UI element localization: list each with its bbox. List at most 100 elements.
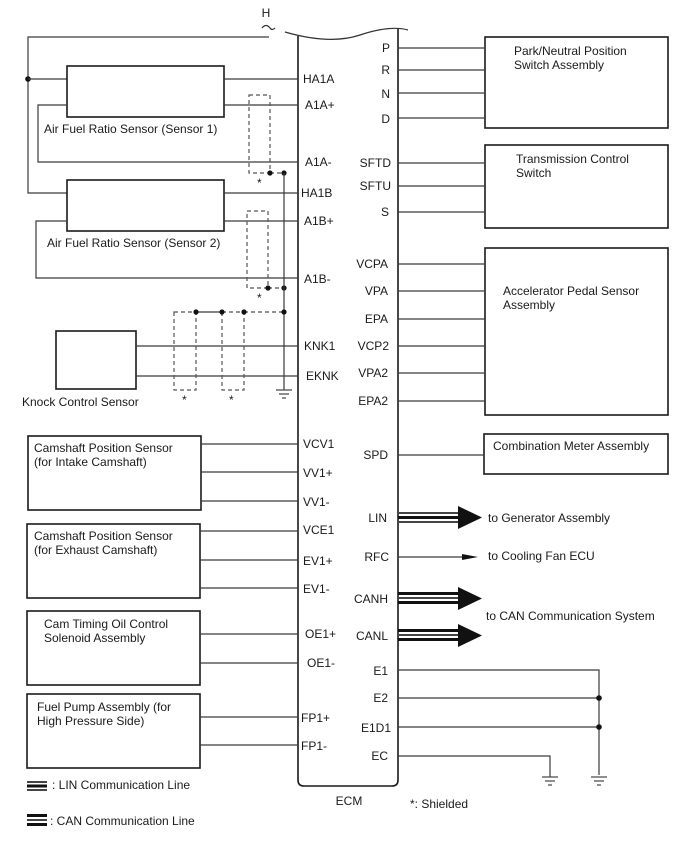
combo-meter-label: Combination Meter Assembly xyxy=(493,439,649,453)
lin-legend-label: : LIN Communication Line xyxy=(52,778,190,792)
pin-OE1-plus: OE1+ xyxy=(305,627,336,641)
pin-SFTU: SFTU xyxy=(360,179,391,193)
pin-VCE1: VCE1 xyxy=(303,523,335,537)
pin-E1D1: E1D1 xyxy=(361,721,391,735)
wire-A1A-minus xyxy=(37,104,298,163)
accel-pedal-box xyxy=(484,247,669,416)
knock-sensor-box xyxy=(55,330,137,390)
wire-A1B-minus xyxy=(35,220,298,279)
junction-dot xyxy=(241,309,247,315)
pin-VCV1: VCV1 xyxy=(303,437,335,451)
junction-dot xyxy=(596,724,602,730)
junction-dot xyxy=(267,170,273,176)
cam-exhaust-label-2: (for Exhaust Camshaft) xyxy=(34,543,157,557)
shield-marker: * xyxy=(257,176,262,190)
pin-R: R xyxy=(381,63,390,77)
accel-pedal-label-1: Accelerator Pedal Sensor xyxy=(503,284,639,298)
pin-S: S xyxy=(381,205,389,219)
pin-LIN: LIN xyxy=(368,511,387,525)
junction-dot xyxy=(219,309,225,315)
pin-EPA: EPA xyxy=(365,312,388,326)
wire-EC xyxy=(398,755,551,777)
knock-sensor-label: Knock Control Sensor xyxy=(22,395,139,409)
ground-icon xyxy=(542,776,558,786)
pin-EKNK: EKNK xyxy=(306,369,339,383)
generator-label: to Generator Assembly xyxy=(488,511,610,525)
heater-feed-wire xyxy=(27,36,269,194)
junction-dot xyxy=(193,309,199,315)
pin-VCP2: VCP2 xyxy=(358,339,390,353)
pin-FP1-plus: FP1+ xyxy=(301,711,330,725)
break-label: H xyxy=(262,6,271,20)
shield-marker: * xyxy=(257,291,262,305)
cam-intake-box xyxy=(27,435,202,511)
shield-eknk xyxy=(221,311,245,391)
pin-EC: EC xyxy=(371,749,388,763)
canl-line-arrow xyxy=(398,624,482,647)
pin-E1: E1 xyxy=(373,664,388,678)
ocv-label-1: Cam Timing Oil Control xyxy=(44,617,168,631)
shield-a1a xyxy=(248,94,271,174)
fuel-pump-box xyxy=(26,693,201,769)
cam-intake-label-2: (for Intake Camshaft) xyxy=(34,455,147,469)
pin-A1B-minus: A1B- xyxy=(304,272,331,286)
pin-VPA2: VPA2 xyxy=(358,366,388,380)
shield-marker: * xyxy=(182,393,187,407)
af-sensor-1-label: Air Fuel Ratio Sensor (Sensor 1) xyxy=(44,122,217,136)
pin-EPA2: EPA2 xyxy=(358,394,388,408)
pin-VPA: VPA xyxy=(365,284,388,298)
fuel-pump-label-1: Fuel Pump Assembly (for xyxy=(37,700,171,714)
pin-EV1-plus: EV1+ xyxy=(303,554,333,568)
accel-pedal-label-2: Assembly xyxy=(503,298,555,312)
pin-CANL: CANL xyxy=(356,629,388,643)
cooling-fan-label: to Cooling Fan ECU xyxy=(488,549,595,563)
canh-line-arrow xyxy=(398,587,482,610)
pin-EV1-minus: EV1- xyxy=(303,582,330,596)
pin-VV1-minus: VV1- xyxy=(303,495,330,509)
cam-exhaust-label-1: Camshaft Position Sensor xyxy=(34,529,173,543)
break-symbol xyxy=(261,24,276,31)
shield-marker: * xyxy=(229,393,234,407)
pin-FP1-minus: FP1- xyxy=(301,739,327,753)
af-sensor-2-label: Air Fuel Ratio Sensor (Sensor 2) xyxy=(47,236,220,250)
af-sensor-1-box xyxy=(66,65,225,118)
pin-D: D xyxy=(381,112,390,126)
lin-line-arrow xyxy=(398,506,482,529)
pin-OE1-minus: OE1- xyxy=(307,656,335,670)
pnp-switch-box xyxy=(484,36,669,129)
ground-icon xyxy=(591,776,607,786)
pin-A1A-minus: A1A- xyxy=(305,155,332,169)
lin-line-legend-icon xyxy=(27,781,47,791)
pin-VCPA: VCPA xyxy=(356,257,388,271)
pin-A1A-plus: A1A+ xyxy=(305,98,335,112)
cam-exhaust-box xyxy=(26,523,201,599)
shield-knk1 xyxy=(173,311,197,391)
pnp-switch-label-2: Switch Assembly xyxy=(514,58,604,72)
pin-CANH: CANH xyxy=(354,592,388,606)
shielded-note: *: Shielded xyxy=(410,797,468,811)
ecm-label: ECM xyxy=(336,794,363,808)
can-system-label: to CAN Communication System xyxy=(486,609,655,623)
ecm-break-line xyxy=(284,27,409,40)
junction-dot xyxy=(265,285,271,291)
cam-intake-label-1: Camshaft Position Sensor xyxy=(34,441,173,455)
fuel-pump-label-2: High Pressure Side) xyxy=(37,714,144,728)
trans-switch-label-2: Switch xyxy=(516,166,551,180)
pin-A1B-plus: A1B+ xyxy=(304,214,334,228)
pin-E2: E2 xyxy=(373,691,388,705)
pin-VV1-plus: VV1+ xyxy=(303,466,333,480)
arrow-icon xyxy=(462,554,478,560)
ocv-label-2: Solenoid Assembly xyxy=(44,631,145,645)
pin-N: N xyxy=(381,87,390,101)
trans-switch-box xyxy=(484,144,669,229)
ground-icon xyxy=(276,389,292,399)
combo-meter-box xyxy=(483,433,669,475)
can-legend-label: : CAN Communication Line xyxy=(50,814,195,828)
pin-P: P xyxy=(382,41,390,55)
junction-dot xyxy=(596,695,602,701)
pin-KNK1: KNK1 xyxy=(304,339,336,353)
pnp-switch-label-1: Park/Neutral Position xyxy=(514,44,627,58)
junction-dot xyxy=(281,309,287,315)
ecm-body xyxy=(297,28,399,787)
